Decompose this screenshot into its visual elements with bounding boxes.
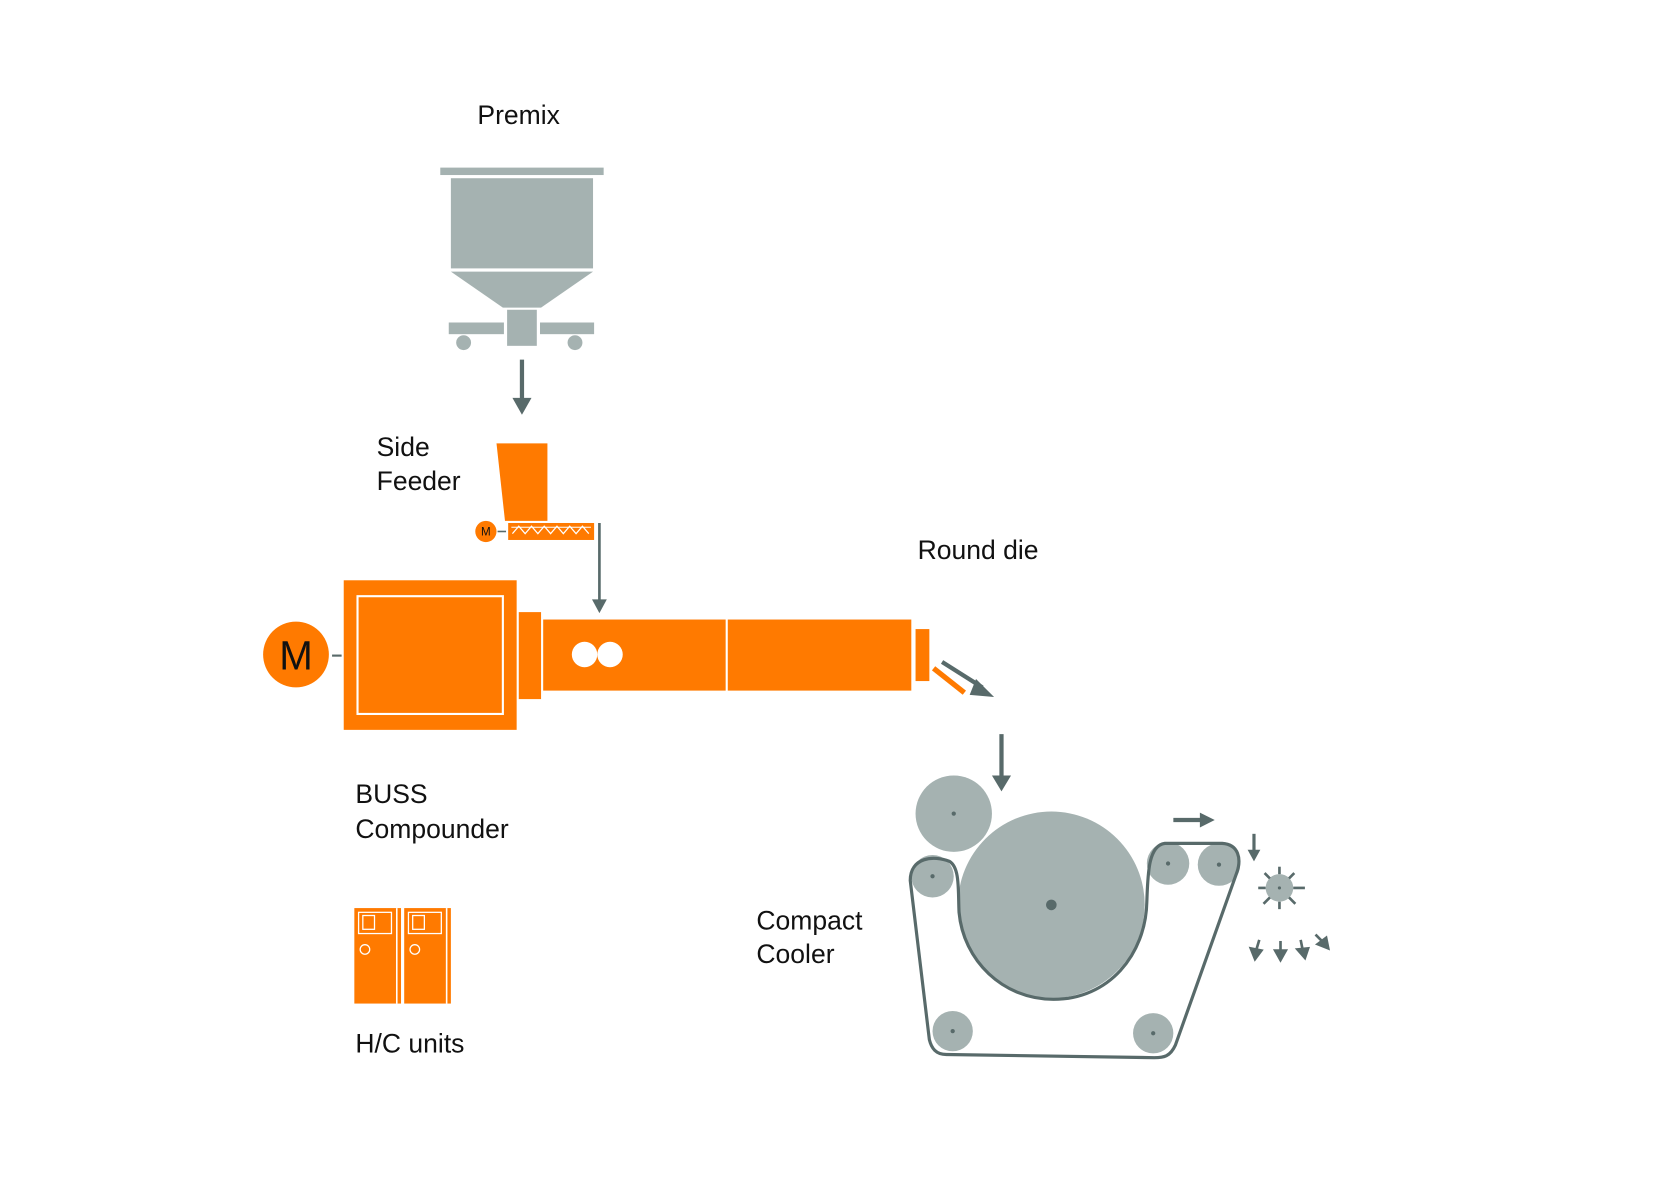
cooler-label-line1: Compact bbox=[756, 905, 863, 935]
hc-units: H/C units bbox=[354, 908, 464, 1058]
round-die-label: Round die bbox=[918, 535, 1039, 565]
side-feeder: Side Feeder M bbox=[377, 432, 607, 614]
cooler-label-line2: Cooler bbox=[756, 939, 834, 969]
feeder-motor-icon bbox=[475, 520, 497, 543]
barrel-section-2 bbox=[727, 619, 912, 691]
hopper-frame-right bbox=[539, 322, 595, 335]
gearbox bbox=[343, 580, 517, 730]
crusher bbox=[1247, 833, 1331, 963]
arrow-diagonal-icon bbox=[969, 678, 995, 697]
arrow-die-to-cooler bbox=[991, 734, 1012, 792]
feeder-motor-label: M bbox=[481, 526, 491, 539]
arrow-premix-to-feeder bbox=[512, 359, 532, 415]
arrow-down-icon bbox=[1294, 946, 1310, 961]
feeder-screw-housing bbox=[508, 522, 595, 540]
hc-cabinet-1 bbox=[354, 908, 402, 1004]
hopper-body bbox=[450, 178, 594, 269]
outflow-arrows bbox=[1248, 933, 1331, 963]
arrow-diagonal-icon bbox=[1314, 935, 1331, 951]
hopper-outlet bbox=[507, 309, 537, 346]
feeder-screw-icon bbox=[511, 525, 590, 535]
screw-icon-right bbox=[597, 641, 623, 668]
hc-cabinet-2 bbox=[404, 908, 451, 1004]
premix-label: Premix bbox=[477, 100, 560, 130]
arrow-down-icon bbox=[991, 775, 1012, 792]
arrow-right-icon bbox=[1199, 812, 1215, 828]
main-motor-icon bbox=[263, 621, 329, 688]
feeder-hopper bbox=[496, 443, 548, 521]
die-plate bbox=[915, 629, 930, 682]
buss-compounder: M BUSS Compounder bbox=[263, 580, 912, 844]
arrow-down-icon bbox=[591, 599, 607, 614]
round-die: Round die bbox=[915, 535, 1039, 697]
side-feeder-label-line2: Feeder bbox=[377, 466, 461, 496]
hopper-lid bbox=[440, 167, 604, 176]
hopper-cone bbox=[450, 271, 594, 308]
die-chute bbox=[931, 666, 967, 695]
buss-label-line1: BUSS bbox=[355, 779, 427, 809]
arrow-down-icon bbox=[1272, 949, 1289, 963]
main-motor-label: M bbox=[279, 633, 313, 678]
coupling bbox=[518, 612, 542, 700]
gearbox-panel bbox=[356, 595, 504, 716]
arrow-down-icon bbox=[512, 397, 532, 415]
barrel-section-1 bbox=[543, 619, 726, 691]
hopper-frame-left bbox=[448, 322, 504, 335]
screw-icon-left bbox=[571, 641, 598, 668]
side-feeder-label-line1: Side bbox=[377, 432, 430, 462]
hopper-wheel-right bbox=[567, 335, 583, 351]
hc-units-label: H/C units bbox=[355, 1028, 464, 1058]
rotor-blades bbox=[1258, 866, 1305, 910]
premix-hopper: Premix bbox=[440, 100, 604, 351]
compact-cooler: Compact Cooler bbox=[756, 775, 1241, 1060]
arrow-down-icon bbox=[1248, 946, 1264, 962]
arrow-down-icon bbox=[1247, 849, 1261, 862]
steel-belt bbox=[908, 841, 1241, 1060]
buss-label-line2: Compounder bbox=[355, 814, 508, 844]
hopper-wheel-left bbox=[456, 335, 472, 351]
